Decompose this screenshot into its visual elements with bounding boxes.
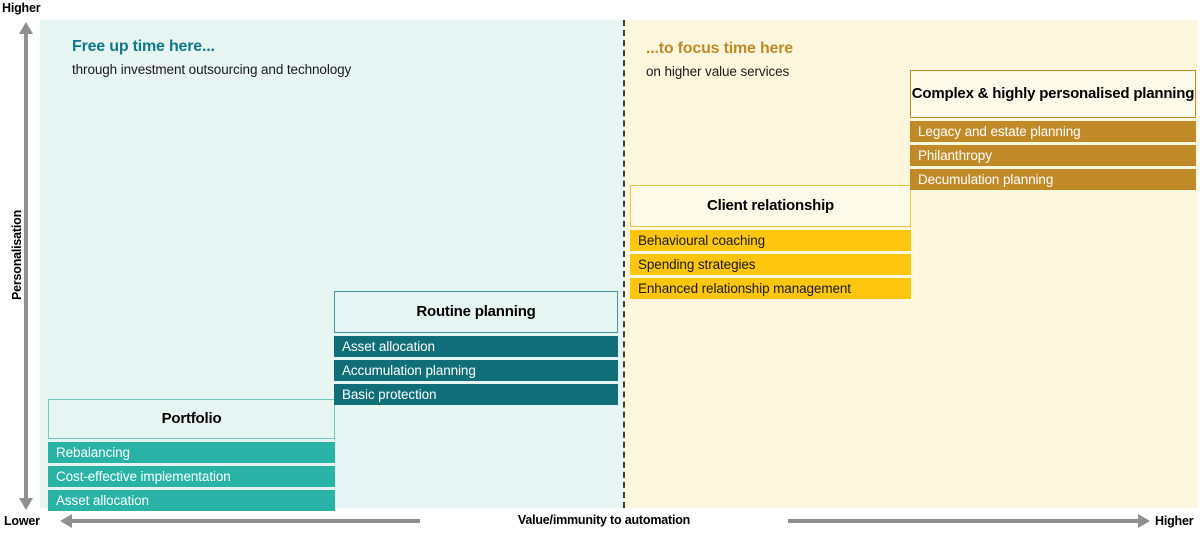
left-panel-subheading: through investment outsourcing and techn… [72, 62, 352, 77]
group-portfolio-item-1: Cost-effective implementation [48, 466, 335, 487]
group-complex-personalised-planning-item-2: Decumulation planning [910, 169, 1196, 190]
group-client-relationship-item-0: Behavioural coaching [630, 230, 911, 251]
arrow-down-head-icon [19, 498, 33, 510]
group-portfolio-item-2: Asset allocation [48, 490, 335, 511]
y-axis-arrow-icon [18, 22, 34, 510]
x-axis-right-label: Higher [1155, 514, 1194, 528]
group-routine-planning-item-1: Accumulation planning [334, 360, 618, 381]
group-complex-personalised-planning-item-1: Philanthropy [910, 145, 1196, 166]
group-routine-planning: Routine planning Asset allocation Accumu… [334, 291, 618, 405]
right-panel-heading: ...to focus time here [646, 40, 793, 57]
y-axis-top-label: Higher [2, 1, 41, 15]
y-axis-title: Personalisation [10, 209, 24, 301]
left-panel-heading: Free up time here... [72, 38, 215, 55]
group-portfolio-title: Portfolio [48, 399, 335, 439]
arrow-up-head-icon [19, 22, 33, 34]
right-panel-subheading: on higher value services [646, 64, 790, 79]
group-portfolio-item-0: Rebalancing [48, 442, 335, 463]
x-axis-left-label: Lower [4, 514, 40, 528]
group-complex-personalised-planning-title: Complex & highly personalised planning [910, 70, 1196, 118]
panel-divider-dashed-line [623, 20, 625, 508]
group-routine-planning-title: Routine planning [334, 291, 618, 333]
group-client-relationship-title: Client relationship [630, 185, 911, 227]
group-client-relationship-item-2: Enhanced relationship management [630, 278, 911, 299]
group-portfolio: Portfolio Rebalancing Cost-effective imp… [48, 399, 335, 511]
group-routine-planning-item-0: Asset allocation [334, 336, 618, 357]
arrow-shaft [24, 30, 28, 502]
x-axis-title: Value/immunity to automation [420, 512, 788, 528]
group-client-relationship: Client relationship Behavioural coaching… [630, 185, 911, 299]
group-complex-personalised-planning: Complex & highly personalised planning L… [910, 70, 1196, 190]
arrow-left-head-icon [60, 514, 72, 528]
arrow-right-head-icon [1138, 514, 1150, 528]
group-complex-personalised-planning-item-0: Legacy and estate planning [910, 121, 1196, 142]
group-routine-planning-item-2: Basic protection [334, 384, 618, 405]
group-client-relationship-item-1: Spending strategies [630, 254, 911, 275]
